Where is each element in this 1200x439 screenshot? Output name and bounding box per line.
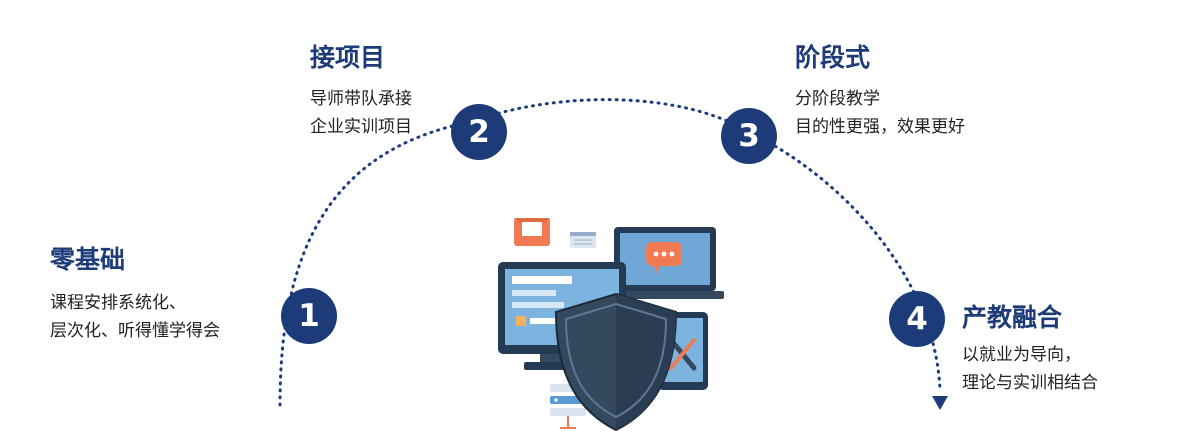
step-3-badge: 3 (721, 108, 777, 164)
mail-icon (514, 218, 550, 246)
step-3-line-2: 目的性更强，效果更好 (795, 117, 965, 137)
step-2-number: 2 (468, 114, 490, 150)
step-4-line-2: 理论与实训相结合 (962, 373, 1098, 393)
calendar-icon (570, 232, 596, 248)
step-4-badge: 4 (889, 291, 945, 347)
step-1-line-1: 课程安排系统化、 (50, 293, 186, 313)
step-3-number: 3 (738, 118, 760, 154)
step-4-line-1: 以就业为导向， (962, 345, 1081, 365)
step-3-line-1: 分阶段教学 (795, 89, 880, 109)
step-1-badge: 1 (281, 288, 337, 344)
step-2-title: 接项目 (310, 43, 386, 72)
step-1-line-2: 层次化、听得懂学得会 (50, 321, 220, 341)
step-4-title: 产教融合 (962, 303, 1063, 332)
chat-bubble-icon (646, 242, 682, 274)
step-3-title: 阶段式 (795, 43, 871, 72)
security-devices-illustration (498, 218, 724, 432)
arrow-down-icon (932, 396, 948, 410)
step-2-line-1: 导师带队承接 (310, 89, 412, 109)
step-1-number: 1 (298, 298, 320, 334)
laptop-icon (600, 227, 724, 299)
step-4-number: 4 (906, 301, 928, 337)
step-1-title: 零基础 (50, 245, 126, 274)
step-2-line-2: 企业实训项目 (310, 117, 412, 137)
shield-icon (554, 292, 678, 432)
wrench-icon (668, 337, 697, 371)
step-2-badge: 2 (451, 104, 507, 160)
